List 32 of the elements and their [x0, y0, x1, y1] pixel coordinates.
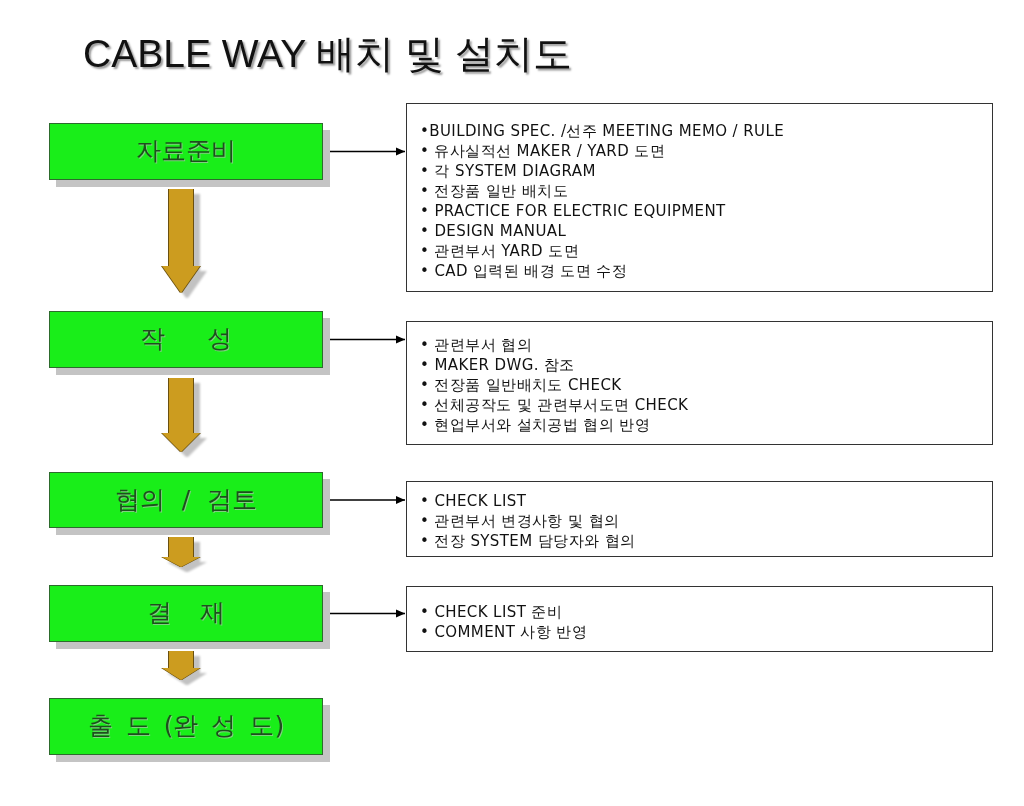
bullet-text: • COMMENT 사항 반영 [420, 622, 588, 642]
step-label: 자료준비 [136, 137, 236, 166]
bullet-text: • DESIGN MANUAL [420, 221, 567, 241]
step-label: 출 도 (완 성 도) [87, 712, 285, 741]
bullet-text: • PRACTICE FOR ELECTRIC EQUIPMENT [420, 201, 726, 221]
bullet-text: • 현업부서와 설치공법 협의 반영 [420, 415, 651, 435]
block-arrow [162, 651, 200, 680]
bullet-text: • 관련부서 협의 [420, 335, 532, 355]
block-arrow [162, 189, 200, 293]
step-label: 결 재 [147, 599, 225, 628]
bullet-text: •BUILDING SPEC. /선주 MEETING MEMO / RULE [420, 121, 785, 141]
block-arrow [162, 378, 200, 452]
bullet-text: • CAD 입력된 배경 도면 수정 [420, 261, 628, 281]
block-arrow [162, 537, 200, 567]
bullet-text: • 관련부서 변경사항 및 협의 [420, 511, 620, 531]
note-box [406, 586, 993, 652]
bullet-text: • 각 SYSTEM DIAGRAM [420, 161, 596, 181]
note-box [406, 321, 993, 445]
title: CABLE WAY 배치 및 설치도 [83, 34, 573, 73]
bullet-text: • CHECK LIST 준비 [420, 602, 563, 622]
bullet-text: • 선체공작도 및 관련부서도면 CHECK [420, 395, 689, 415]
step-label: 작 성 [140, 325, 232, 354]
note-box [406, 103, 993, 292]
bullet-text: • MAKER DWG. 참조 [420, 355, 575, 375]
bullet-text: • 전장품 일반배치도 CHECK [420, 375, 622, 395]
bullet-text: • 전장 SYSTEM 담당자와 협의 [420, 531, 636, 551]
bullet-text: • CHECK LIST [420, 491, 527, 511]
bullet-text: • 유사실적선 MAKER / YARD 도면 [420, 141, 666, 161]
note-box [406, 481, 993, 557]
bullet-text: • 전장품 일반 배치도 [420, 181, 568, 201]
bullet-text: • 관련부서 YARD 도면 [420, 241, 579, 261]
step-label: 협의 / 검토 [114, 485, 258, 515]
